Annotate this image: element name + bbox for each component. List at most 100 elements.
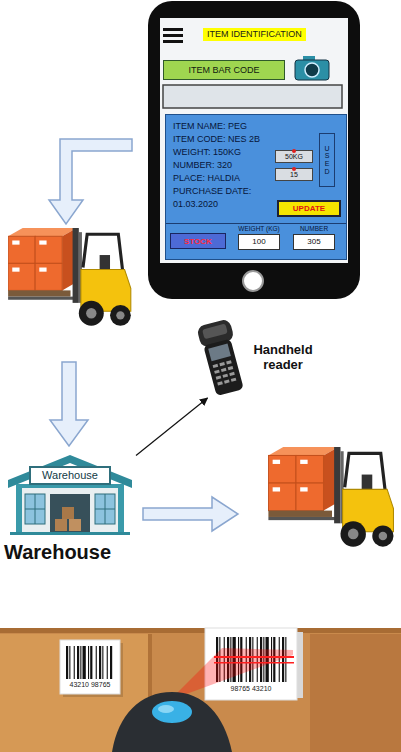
scanner-button [152, 701, 192, 723]
barcode-bar [285, 637, 286, 682]
warehouse-wall [22, 488, 118, 532]
panel-divider [166, 223, 346, 224]
laser-line [214, 662, 294, 664]
text-slot: 98765 43210 [205, 685, 297, 693]
cardboard-box [310, 634, 401, 752]
warehouse: WarehouseWarehouse [4, 452, 136, 565]
camera-lens [305, 63, 319, 77]
field-label: NUMBER [300, 224, 328, 233]
update-button: UPDATE [277, 200, 341, 217]
laser-line [214, 656, 294, 658]
vertical-tab: USED [319, 133, 335, 187]
sign-text: Warehouse [30, 468, 110, 482]
barcode-bar [90, 646, 92, 679]
barcode-scanner [112, 692, 232, 752]
barcode-number: 43210 98765 [60, 681, 120, 689]
value-box: 15 [275, 168, 313, 181]
text-slot: WEIGHT: 150KG [173, 146, 241, 159]
button-label: STOCK [184, 237, 212, 246]
menu-icon [163, 28, 183, 31]
text-slot: ITEM NAME: PEG [173, 120, 247, 133]
box-edge [0, 628, 401, 633]
ground [10, 532, 130, 535]
barcode-bar [282, 637, 284, 682]
item-field: PLACE: HALDIA [173, 172, 240, 185]
flow-arrow [49, 139, 132, 224]
screen-title: ITEM IDENTIFICATION [203, 28, 306, 41]
text-slot: PURCHASE DATE: 01.03.2020 [173, 185, 273, 211]
barcode-bar [107, 646, 108, 679]
crate [55, 519, 67, 531]
crate [69, 519, 81, 531]
warehouse-caption: Warehouse [4, 540, 111, 564]
barcode-bar [77, 646, 79, 679]
barcode-bar [96, 646, 97, 679]
text-slot: Handheld reader [250, 342, 316, 372]
field-label: ITEM BAR CODE [188, 65, 259, 75]
barcode-bar [88, 646, 89, 679]
forklift [8, 228, 131, 326]
item-field: NUMBER: 320 [173, 159, 232, 172]
value-field: NUMBER305 [290, 224, 338, 254]
warehouse-door [50, 494, 90, 533]
barcode-bar [74, 646, 75, 679]
barcode-number: 98765 43210 [205, 685, 297, 693]
item-field: ITEM CODE: NES 2B [173, 133, 260, 146]
tab-label: USED [324, 145, 331, 176]
phone-body [148, 1, 360, 299]
item-field: PURCHASE DATE: 01.03.2020 [173, 185, 273, 211]
barcode-bar [102, 646, 103, 679]
home-button [243, 271, 263, 291]
flow-arrow [50, 362, 88, 446]
field-value: 305 [293, 234, 335, 250]
warehouse-wall [16, 484, 124, 534]
cardboard-box [0, 630, 401, 752]
crate [62, 507, 74, 519]
scanner-highlight [158, 705, 174, 713]
field-value: 100 [238, 234, 280, 250]
phone: ITEM IDENTIFICATION ITEM BAR CODE ITEM NAM… [148, 0, 360, 300]
barcode-bar [69, 646, 70, 679]
barcode-field: ITEM BAR CODE [163, 60, 285, 80]
stock-button: STOCK [170, 233, 226, 249]
label-fold [297, 632, 303, 698]
warehouse-roof [8, 455, 132, 488]
handheld-reader [196, 318, 247, 396]
button-label: UPDATE [293, 204, 325, 213]
forklift [268, 447, 393, 547]
handheld-reader-node: Handheld reader [195, 320, 317, 398]
barcode-bar [83, 646, 86, 679]
text-slot: Warehouse [30, 468, 110, 482]
menu-icon [163, 40, 183, 43]
connector-arrow [136, 398, 208, 456]
item-field: WEIGHT: 150KG [173, 146, 241, 159]
barcode [66, 646, 112, 679]
text-slot: Warehouse [4, 540, 111, 564]
indicator-dot [292, 149, 296, 153]
value-text: 15 [290, 171, 298, 178]
field-label: WEIGHT (KG) [238, 224, 279, 233]
item-panel: ITEM NAME: PEGITEM CODE: NES 2BWEIGHT: 1… [165, 114, 347, 260]
text-slot: NUMBER: 320 [173, 159, 232, 172]
laser-beam [170, 648, 293, 700]
text-slot: ITEM IDENTIFICATION [203, 23, 306, 41]
value-field: WEIGHT (KG)100 [233, 224, 285, 254]
warehouse-sign [30, 467, 110, 484]
camera-icon [295, 60, 329, 80]
reader-label: Handheld reader [250, 342, 316, 372]
value-text: 50KG [285, 153, 303, 160]
input-field [163, 85, 342, 108]
barcode-label [60, 640, 120, 694]
text-slot: ITEM CODE: NES 2B [173, 133, 260, 146]
window [25, 494, 45, 524]
window [95, 494, 115, 524]
text-slot: 43210 98765 [60, 681, 120, 689]
item-field: ITEM NAME: PEG [173, 120, 247, 133]
indicator-dot [292, 167, 296, 171]
flow-arrow [143, 497, 238, 531]
barcode-bar [80, 646, 81, 679]
menu-icon [163, 34, 183, 37]
